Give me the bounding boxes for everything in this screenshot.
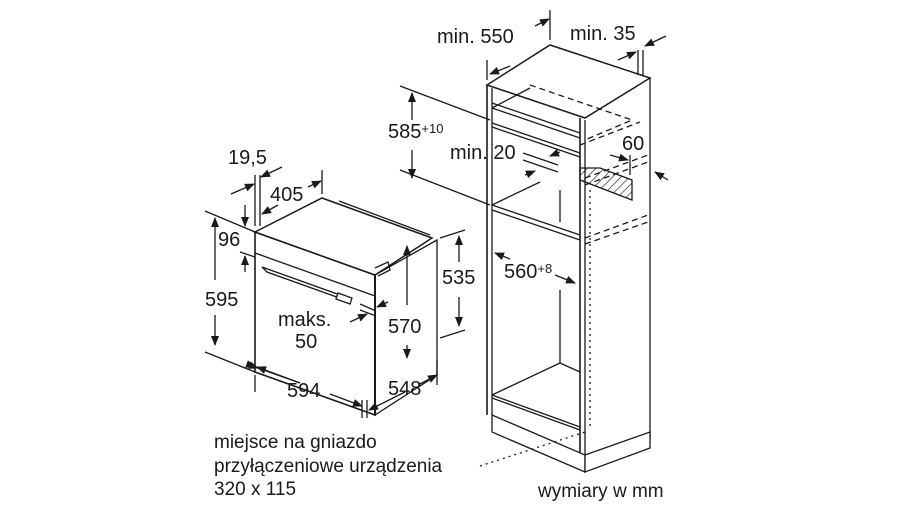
top-depth-label: 405 — [270, 184, 304, 206]
min-rear-gap-label: min. 35 — [570, 23, 636, 45]
door-gap-text: maks. — [278, 309, 332, 331]
units-note: wymiary w mm — [538, 481, 664, 502]
side-height-label: 535 — [442, 267, 476, 289]
body-height-label: 570 — [388, 316, 422, 338]
socket-note-line3: 320 x 115 — [214, 479, 297, 500]
socket-note-line2: przyłączeniowe urządzenia — [214, 456, 443, 477]
niche-height-tolerance: +10 — [421, 121, 444, 136]
control-panel-height-label: 96 — [218, 229, 241, 251]
niche-width-tolerance: +8 — [537, 261, 553, 276]
total-height-label: 595 — [205, 289, 239, 311]
cabinet-drawing — [399, 10, 669, 473]
front-thickness-label: 19,5 — [228, 147, 267, 169]
niche-height-label: 585+10 — [388, 121, 444, 143]
depth-label: 548 — [388, 378, 422, 400]
min-depth-label: min. 550 — [437, 26, 514, 48]
min-top-gap-label: min. 20 — [450, 142, 516, 164]
oven-drawing — [204, 166, 466, 418]
door-gap-value: 50 — [295, 331, 318, 353]
niche-width-label: 560+8 — [504, 261, 553, 283]
width-label: 594 — [287, 380, 321, 402]
vent-depth-label: 60 — [622, 133, 645, 155]
socket-note-line1: miejsce na gniazdo — [214, 432, 377, 453]
